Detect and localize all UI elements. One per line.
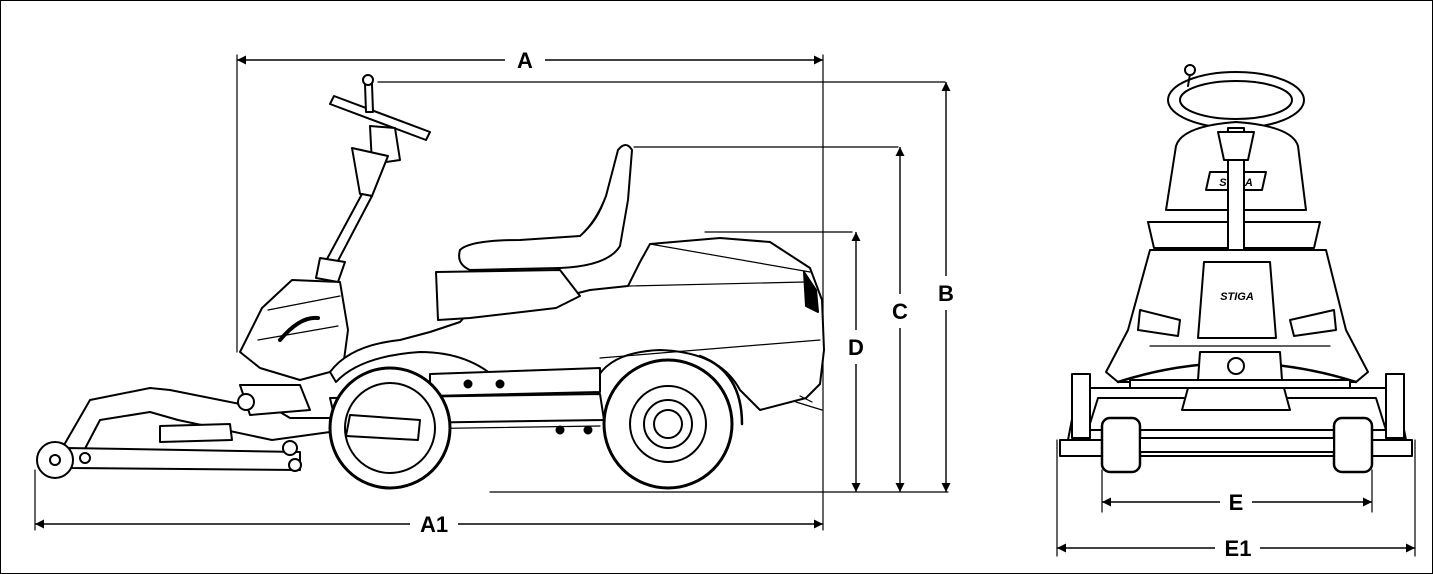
label-b: B bbox=[938, 281, 954, 306]
dimension-labels: A A1 B C D E E1 bbox=[420, 48, 1252, 561]
label-a: A bbox=[517, 48, 533, 73]
label-e: E bbox=[1229, 490, 1244, 515]
label-c: C bbox=[892, 299, 908, 324]
label-a1: A1 bbox=[420, 512, 448, 537]
dimension-lines bbox=[35, 55, 1415, 553]
label-e1: E1 bbox=[1225, 536, 1252, 561]
side-view bbox=[34, 54, 949, 531]
label-d: D bbox=[848, 335, 864, 360]
front-view: STIGA STIGA bbox=[1056, 64, 1416, 557]
body-brand-logo: STIGA bbox=[1220, 291, 1254, 303]
